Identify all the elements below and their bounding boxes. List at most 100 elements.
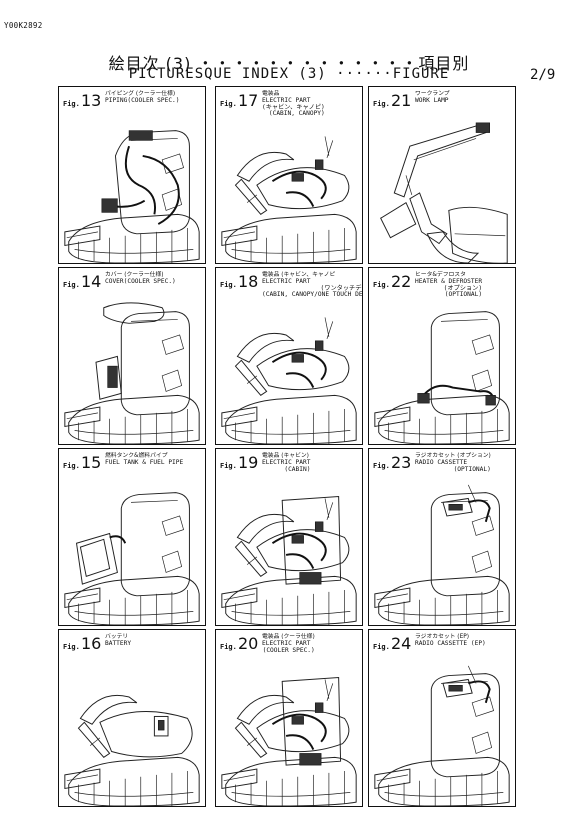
figure-title-en: ELECTRIC PART — [262, 96, 311, 104]
figure-prefix: Fig. — [63, 281, 80, 289]
figure-prefix: Fig. — [373, 281, 390, 289]
figure-caption-text: カバー (クーラー仕様)COVER(COOLER SPEC.) — [105, 272, 176, 286]
figure-prefix: Fig. — [373, 643, 390, 651]
figure-prefix: Fig. — [220, 281, 237, 289]
electric-part-illustration — [221, 136, 357, 263]
document-id: Y00K2892 — [4, 21, 43, 30]
figure-subtitle-2: (CABIN, CANOPY) — [268, 110, 325, 118]
figure-subtitle: (ワンタッチデセル) — [320, 284, 362, 292]
piping-illustration — [64, 130, 200, 263]
figure-title-jp: パイピング (クーラー仕様) — [105, 91, 176, 97]
electric-cooler-illustration — [221, 676, 357, 806]
figure-prefix: Fig. — [63, 462, 80, 470]
figure-title-jp: ラジオカセット (オプション) — [415, 453, 491, 459]
figure-subtitle-2: (CABIN, CANOPY/ONE TOUCH DECEL) — [262, 291, 363, 299]
figure-subtitle: (キャビン、キャノピ) — [262, 103, 325, 111]
figure-number: 23 — [391, 453, 412, 472]
figure-title-en: ELECTRIC PART — [262, 458, 311, 466]
figure-title-en: HEATER & DEFROSTER — [415, 277, 483, 285]
figure-prefix: Fig. — [63, 100, 80, 108]
figure-prefix: Fig. — [220, 462, 237, 470]
figure-number: 17 — [238, 91, 259, 110]
figure-prefix: Fig. — [220, 100, 237, 108]
figure-prefix: Fig. — [63, 643, 80, 651]
figure-title-jp: ラジオカセット (EP) — [415, 634, 469, 640]
electric-part-decel-illustration — [221, 317, 357, 444]
figure-title-jp: ワークランプ — [415, 91, 450, 97]
figure-title-en: WORK LAMP — [415, 96, 449, 104]
figure-number: 16 — [81, 634, 102, 653]
figure-caption-text: 電装品 (キャビン)ELECTRIC PART(CABIN) — [262, 453, 310, 473]
radio-cassette-ep-illustration — [374, 665, 510, 806]
heater-illustration — [374, 311, 510, 444]
figure-title-jp: バッテリ — [105, 634, 129, 640]
figure-title-jp: 電装品 (キャビン) — [262, 453, 309, 459]
battery-illustration — [64, 694, 200, 806]
figure-title-en: COVER(COOLER SPEC.) — [105, 277, 176, 285]
figure-caption-text: 電装品 (クーラ仕様)ELECTRIC PART(COOLER SPEC.) — [262, 634, 315, 654]
figure-subtitle: (OPTIONAL) — [453, 465, 491, 473]
figure-title-en: PIPING(COOLER SPEC.) — [105, 96, 180, 104]
figure-number: 14 — [81, 272, 102, 291]
page-title-en: PICTURESQUE INDEX (3) ······FIGURE — [128, 66, 450, 82]
page-number: 2/9 — [530, 67, 556, 83]
figure-title-jp: 燃料タンク&燃料パイプ — [105, 453, 168, 459]
figure-prefix: Fig. — [373, 100, 390, 108]
page-title-jp: 絵目次 (3) ・・・・・・・・・・・・・項目別 — [108, 54, 470, 73]
figure-title-en: RADIO CASSETTE (EP) — [415, 639, 486, 647]
figure-caption-text: ラジオカセット (オプション)RADIO CASSETTE(OPTIONAL) — [415, 453, 491, 473]
figure-number: 21 — [391, 91, 412, 110]
figure-title-jp: 電装品 (クーラ仕様) — [262, 634, 315, 640]
figure-subtitle-2: (OPTIONAL) — [444, 291, 483, 299]
figure-title-en: ELECTRIC PART — [262, 639, 311, 647]
figure-number: 19 — [238, 453, 259, 472]
figure-caption-text: パイピング (クーラー仕様)PIPING(COOLER SPEC.) — [105, 91, 180, 105]
figure-number: 22 — [391, 272, 412, 291]
figure-number: 15 — [81, 453, 102, 472]
radio-cassette-illustration — [374, 484, 510, 625]
figure-title-jp: 電装品 (キャビン、キャノピ — [262, 272, 336, 278]
figure-number: 13 — [81, 91, 102, 110]
figure-subtitle: (オプション) — [443, 284, 483, 292]
figure-title-en: ELECTRIC PART — [262, 277, 311, 285]
figure-subtitle: (COOLER SPEC.) — [262, 646, 315, 654]
electric-cabin-illustration — [221, 495, 357, 625]
cover-illustration — [64, 302, 200, 444]
figure-number: 18 — [238, 272, 259, 291]
figure-prefix: Fig. — [373, 462, 390, 470]
figure-title-jp: カバー (クーラー仕様) — [105, 272, 164, 278]
fuel-tank-illustration — [64, 492, 200, 625]
figure-number: 24 — [391, 634, 412, 653]
work-lamp-illustration — [380, 122, 508, 263]
figure-subtitle: (CABIN) — [284, 465, 311, 473]
